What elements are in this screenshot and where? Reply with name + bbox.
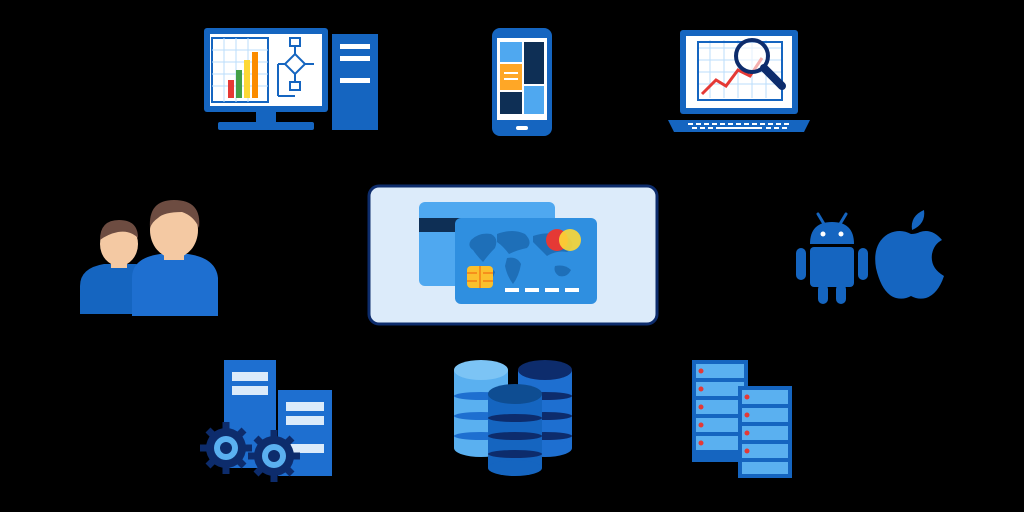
- server-settings-icon: [198, 358, 338, 488]
- desktop-analytics-icon: [200, 26, 380, 136]
- database-stack-icon: [450, 358, 576, 478]
- laptop-search-chart-icon: [664, 28, 814, 136]
- users-icon: [78, 196, 223, 318]
- android-apple-platforms-icon: [792, 208, 948, 308]
- server-rack-icon: [690, 358, 794, 480]
- mobile-phone-icon: [490, 26, 556, 138]
- credit-card-payment-icon: [367, 184, 659, 326]
